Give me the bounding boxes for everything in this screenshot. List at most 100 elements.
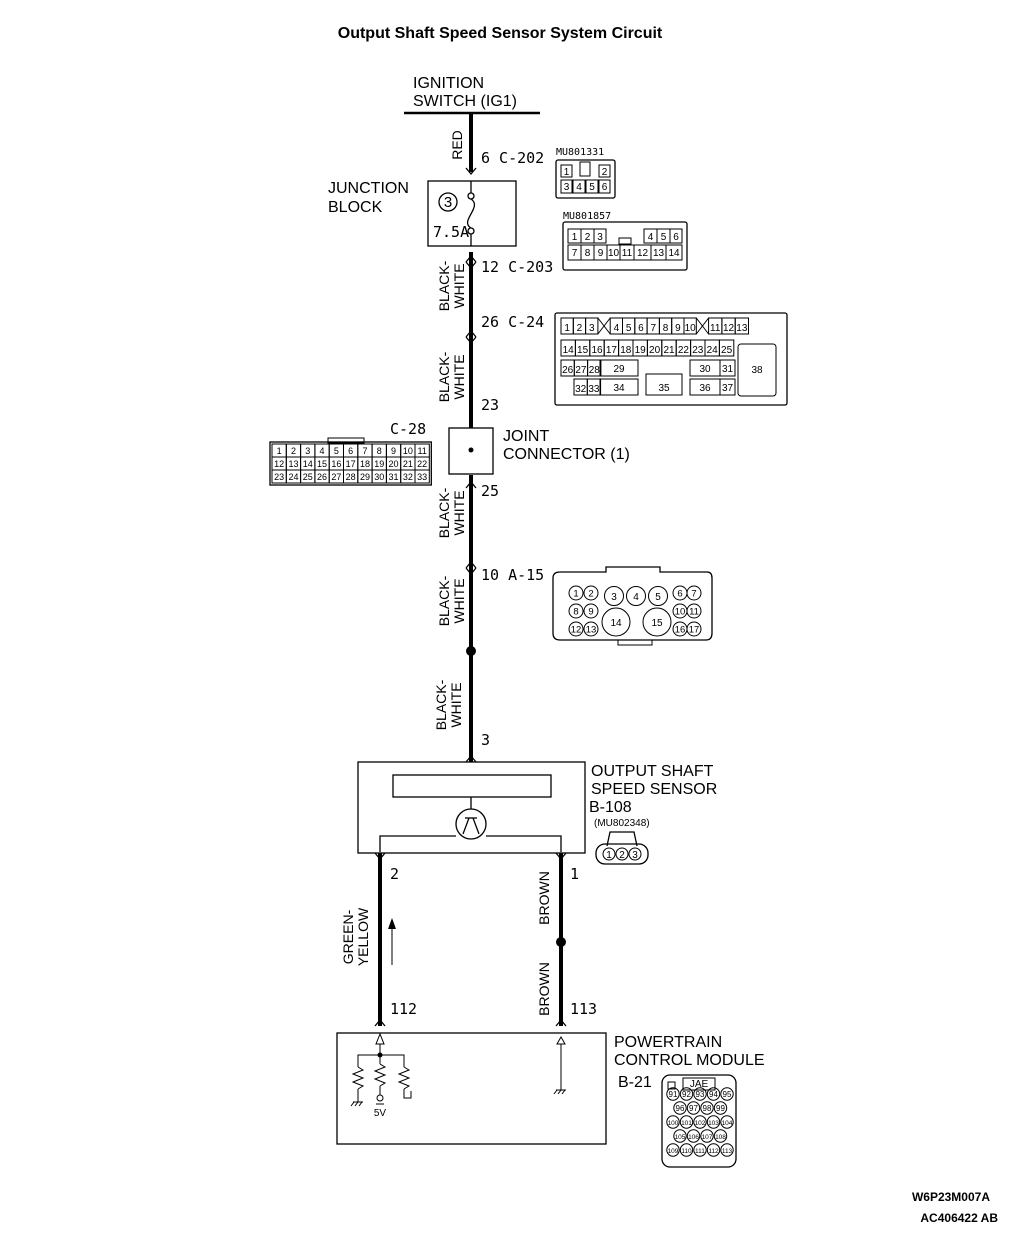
svg-text:BLACK-: BLACK- [433, 679, 449, 730]
c28-pin: 3 [305, 446, 310, 456]
svg-text:BLACK-: BLACK- [436, 351, 452, 402]
pin-3: 3 [481, 731, 490, 749]
svg-text:BLACK-: BLACK- [436, 575, 452, 626]
svg-text:112: 112 [708, 1148, 719, 1155]
c28-label: C-28 [390, 420, 426, 438]
svg-text:2: 2 [588, 589, 593, 600]
pin-112: 112 [390, 1000, 417, 1018]
c28-pin: 12 [274, 459, 284, 469]
c24-pin: 15 [577, 345, 589, 356]
c28-pin: 2 [291, 446, 296, 456]
junction-label-1: JUNCTION [328, 180, 409, 197]
c24-pin: 17 [606, 345, 618, 356]
c24-pin: 7 [650, 323, 656, 334]
svg-text:38: 38 [751, 365, 763, 376]
c28-pin: 15 [317, 459, 327, 469]
svg-text:4: 4 [648, 232, 654, 243]
c24-cell [585, 317, 599, 335]
c24-pin: 3 [589, 323, 595, 334]
svg-text:96: 96 [676, 1104, 685, 1113]
ignition-label-1: IGNITION [413, 75, 484, 92]
svg-text:10: 10 [675, 607, 686, 618]
c24-pin: 24 [707, 345, 719, 356]
svg-text:97: 97 [689, 1104, 698, 1113]
wire-label-bw4: BLACK- WHITE [436, 575, 467, 626]
svg-text:9: 9 [588, 607, 593, 618]
connector-arrows-lower [374, 852, 567, 1027]
c28-pin: 7 [362, 446, 367, 456]
sensor-box [357, 761, 586, 854]
c28-pin: 27 [331, 472, 341, 482]
svg-text:WHITE: WHITE [451, 578, 467, 623]
c24-cell [683, 317, 697, 335]
c28-pin: 1 [277, 446, 282, 456]
wire-label-red: RED [449, 130, 465, 160]
pin-23: 23 [481, 396, 499, 414]
svg-text:13: 13 [586, 625, 597, 636]
c28-pin: 20 [389, 459, 399, 469]
svg-text:94: 94 [709, 1090, 718, 1099]
svg-text:14: 14 [610, 618, 622, 629]
c24-pin: 26 [562, 365, 574, 376]
svg-text:6: 6 [677, 589, 682, 600]
connector-mu801331: 1 2 3 4 5 6 [555, 159, 616, 199]
c24-pin: 5 [626, 323, 632, 334]
svg-text:103: 103 [708, 1120, 719, 1127]
svg-text:9: 9 [598, 248, 604, 259]
svg-text:113: 113 [722, 1148, 733, 1155]
c24-pin: 4 [614, 323, 620, 334]
c28-pin: 5 [334, 446, 339, 456]
svg-text:2: 2 [585, 232, 591, 243]
wire-label-green-yellow: GREEN- YELLOW [340, 907, 371, 966]
connector-b108: 1 2 3 [595, 831, 649, 865]
c28-pin: 29 [360, 472, 370, 482]
svg-text:101: 101 [681, 1120, 692, 1127]
splice-dot-upper [466, 646, 476, 656]
pin-c202: 6 C-202 [481, 149, 544, 167]
svg-text:6: 6 [602, 182, 608, 193]
svg-text:3: 3 [632, 850, 638, 861]
svg-text:BLACK-: BLACK- [436, 260, 452, 311]
joint-connector-dot [468, 447, 474, 453]
pcm-label-2: CONTROL MODULE [614, 1052, 765, 1069]
svg-text:15: 15 [651, 618, 663, 629]
wire-label-bw3: BLACK- WHITE [436, 487, 467, 538]
c24-pin: 1 [564, 323, 570, 334]
svg-text:104: 104 [722, 1120, 733, 1127]
svg-text:3: 3 [597, 232, 603, 243]
svg-text:7: 7 [572, 248, 578, 259]
c28-pin: 17 [346, 459, 356, 469]
c24-pin: 22 [678, 345, 690, 356]
sensor-connector: B-108 [589, 799, 632, 816]
svg-text:14: 14 [668, 248, 680, 259]
c28-pin: 28 [346, 472, 356, 482]
wire-label-bw1: BLACK- WHITE [436, 260, 467, 311]
joint-connector-box [448, 427, 494, 475]
pcm-internal-circuit [350, 1032, 566, 1107]
c24-pin: 10 [685, 323, 697, 334]
svg-text:35: 35 [658, 383, 670, 394]
c24-pin: 27 [575, 365, 587, 376]
figure-code: AC406422 AB [920, 1211, 998, 1225]
sensor-part: (MU802348) [594, 818, 650, 829]
svg-text:WHITE: WHITE [451, 490, 467, 535]
c28-pin: 22 [417, 459, 427, 469]
svg-text:17: 17 [689, 625, 700, 636]
mu801331-part: MU801331 [556, 147, 604, 158]
c24-pin: 8 [663, 323, 669, 334]
c24-pin: 16 [591, 345, 603, 356]
c24-cell [734, 317, 750, 335]
wire-label-bw2: BLACK- WHITE [436, 351, 467, 402]
wire-label-brown-1: BROWN [536, 871, 552, 925]
svg-text:30: 30 [699, 364, 711, 375]
svg-text:93: 93 [696, 1090, 705, 1099]
svg-text:13: 13 [653, 248, 665, 259]
pin-113: 113 [570, 1000, 597, 1018]
svg-text:36: 36 [699, 383, 711, 394]
c24-pin: 12 [723, 323, 735, 334]
svg-text:31: 31 [722, 364, 734, 375]
c24-cell [586, 378, 602, 396]
